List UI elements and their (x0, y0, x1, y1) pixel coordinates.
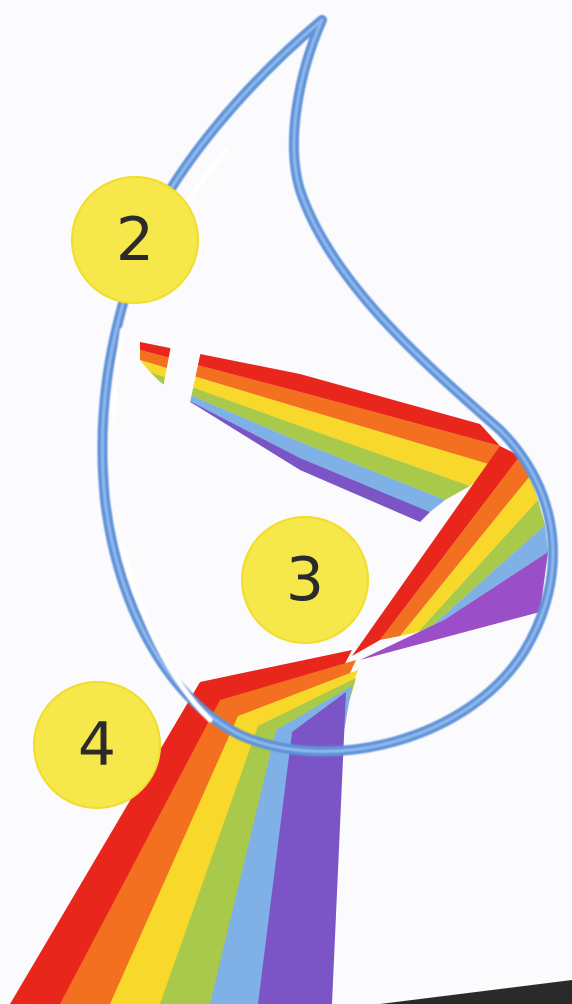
step-badge-2: 2 (71, 176, 199, 304)
step-badge-label: 2 (116, 205, 154, 275)
step-badge-4: 4 (33, 681, 161, 809)
bottom-corner-shadow (380, 980, 572, 1004)
step-badge-label: 3 (286, 545, 324, 615)
incoming-spectrum-beam (140, 340, 500, 522)
step-badge-label: 4 (78, 710, 116, 780)
step-badge-3: 3 (241, 516, 369, 644)
